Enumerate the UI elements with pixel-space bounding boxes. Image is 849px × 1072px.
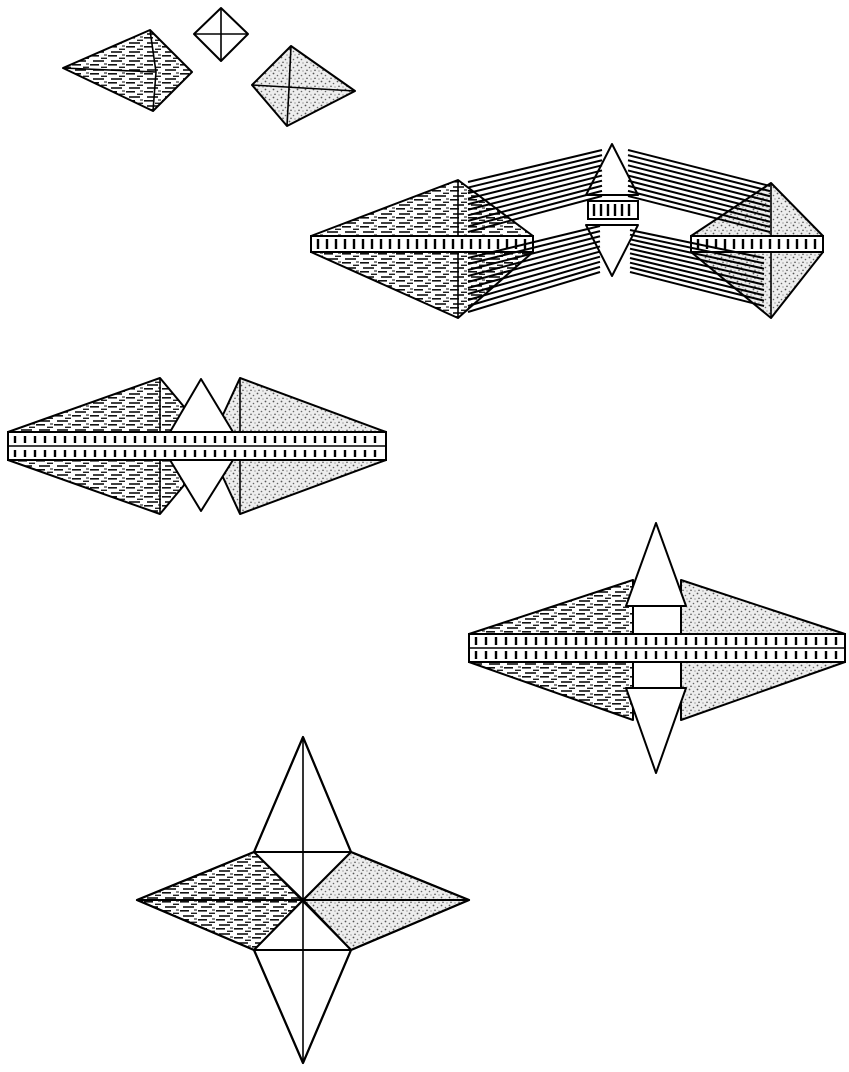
speckled-upper-2 xyxy=(681,580,845,634)
streaked-upper-2 xyxy=(469,580,633,634)
speckled-lower-2 xyxy=(681,662,845,720)
step-5-star xyxy=(137,737,469,1063)
streaked-octahedron-small xyxy=(63,30,192,111)
plain-octahedron xyxy=(586,144,638,276)
step-3-group xyxy=(8,378,386,514)
tiny-plain-octahedron xyxy=(194,8,248,61)
step-1-group xyxy=(63,8,355,126)
streaked-lower-2 xyxy=(469,662,633,720)
step-2-group xyxy=(311,144,823,318)
plain-lower-2 xyxy=(626,688,686,773)
plain-upper-2 xyxy=(626,523,686,606)
speckled-octahedron-small xyxy=(252,46,355,126)
step-4-group xyxy=(469,523,845,773)
connecting-line xyxy=(468,181,602,216)
